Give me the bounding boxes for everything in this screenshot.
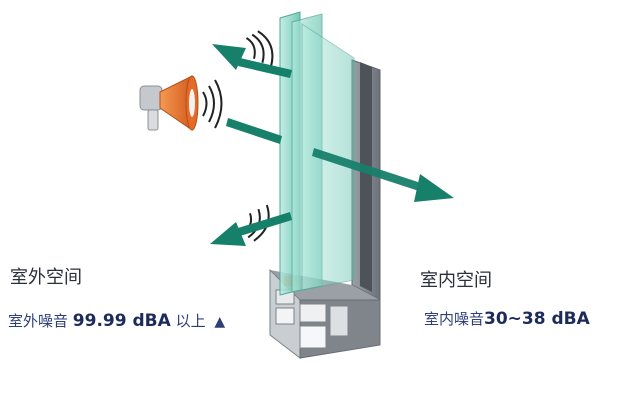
reflected-arrow-top [212,44,292,78]
outdoor-noise-row: 室外噪音 99.99 dBA 以上 ▲ [8,310,225,331]
reflected-arrow-bottom [210,212,292,246]
up-arrow-icon: ▲ [214,314,226,330]
indoor-noise-row: 室内噪音30~38 dBA [424,308,590,329]
megaphone-icon [139,75,199,131]
indoor-noise-prefix: 室内噪音 [424,310,485,328]
sound-arrows [210,44,454,246]
outdoor-noise-suffix: 以上 [175,312,206,330]
outdoor-space-label: 室外空间 [10,267,82,288]
outdoor-noise-value: 99.99 dBA [72,311,171,331]
transmitted-arrow [226,118,454,202]
indoor-noise-value: 30~38 dBA [484,309,590,329]
outdoor-noise-prefix: 室外噪音 [8,312,69,330]
indoor-space-label: 室内空间 [420,270,492,291]
